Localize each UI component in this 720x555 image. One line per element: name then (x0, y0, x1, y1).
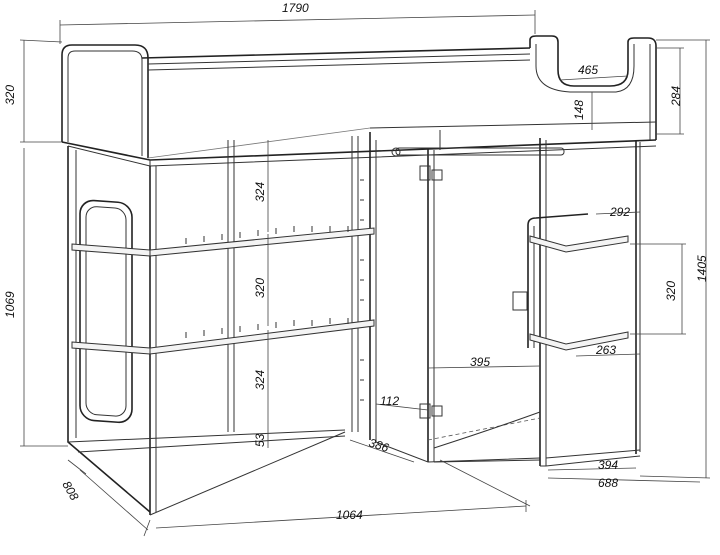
dimension-labels: 1790 320 465 148 284 1405 1069 324 320 3… (3, 1, 709, 522)
shelves (71, 179, 629, 401)
dim-side-shelf-depth: 263 (595, 343, 616, 357)
bed-rail (61, 35, 657, 167)
dim-side-cabinet-width: 394 (598, 458, 618, 472)
dim-ladder-height: 284 (669, 86, 683, 107)
dim-wardrobe-depth: 395 (470, 355, 490, 369)
dim-plinth-height: 53 (253, 433, 267, 447)
hinge-bottom (419, 403, 443, 419)
dim-desk-width: 1064 (336, 508, 363, 522)
hinge-top (419, 165, 443, 181)
dim-door-offset: 112 (380, 394, 399, 408)
dim-side-shelf-width: 292 (609, 205, 630, 219)
dim-depth: 808 (59, 479, 81, 504)
dim-upper-shelf-gap: 324 (253, 182, 267, 202)
dim-ladder-cutout-depth: 148 (572, 100, 586, 120)
dim-total-height: 1405 (695, 255, 709, 282)
dim-rail-height: 320 (3, 85, 17, 105)
dim-side-shelf-gap: 320 (664, 281, 678, 301)
dim-lower-height: 1069 (3, 291, 17, 318)
dim-ladder-cutout-width: 465 (578, 63, 598, 77)
lower-frame (67, 130, 641, 516)
dimension-lines (19, 10, 711, 537)
dim-lower-shelf-gap: 324 (253, 370, 267, 390)
dim-middle-shelf-gap: 320 (253, 278, 267, 298)
door-handle (512, 291, 528, 311)
dim-shelf-depth-small: 386 (367, 436, 391, 456)
dim-total-width: 1790 (282, 1, 309, 15)
dim-side-cabinet-depth: 688 (598, 476, 618, 490)
